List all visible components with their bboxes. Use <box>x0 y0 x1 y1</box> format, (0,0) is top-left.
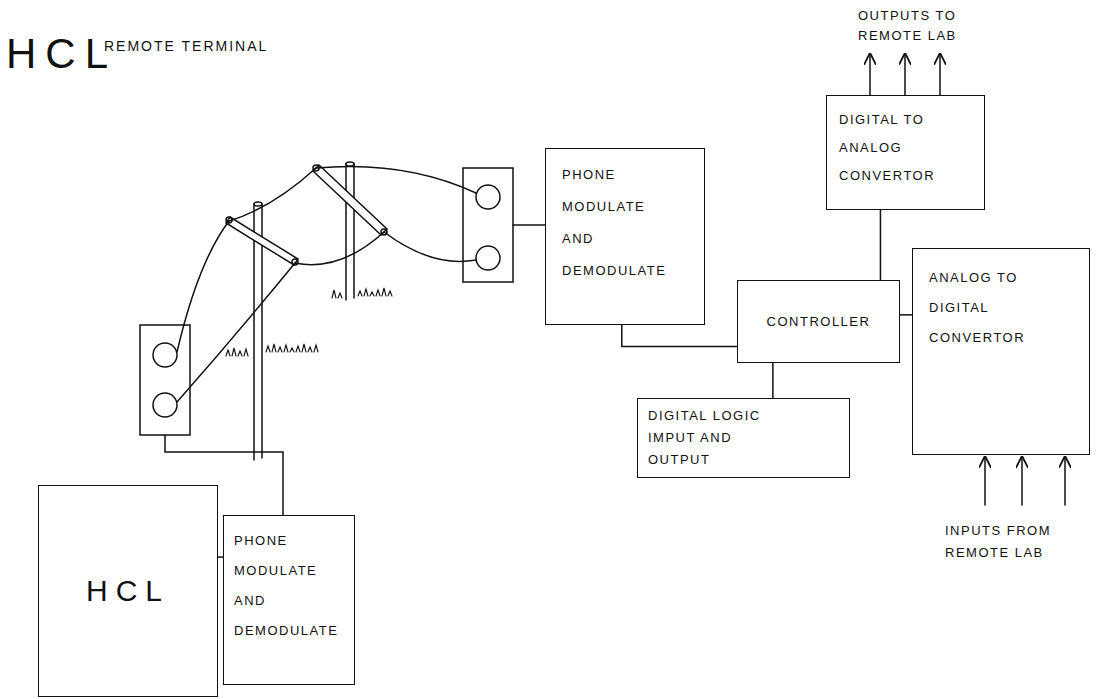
jack-socket <box>153 393 177 417</box>
subtitle-label: REMOTE TERMINAL <box>104 38 324 55</box>
input-arrow <box>984 457 986 505</box>
phone-wire <box>229 168 316 221</box>
crossarm <box>313 165 387 235</box>
diagram-title: HCL <box>6 30 117 78</box>
connector-line <box>622 325 737 346</box>
output-label: OUTPUTS TO REMOTE LAB <box>858 6 993 46</box>
jack-socket <box>153 343 177 367</box>
connector-line <box>900 314 912 316</box>
modem-box: PHONE MODULATE AND DEMODULATE <box>223 515 355 685</box>
box-label: CONTROLLER <box>767 314 871 330</box>
modem-box: PHONE MODULATE AND DEMODULATE <box>545 148 705 325</box>
grass-tuft <box>226 348 248 356</box>
phone-wire <box>316 166 476 193</box>
adc-box: ANALOG TO DIGITAL CONVERTOR <box>912 248 1090 455</box>
box-label: PHONE MODULATE AND DEMODULATE <box>562 159 666 287</box>
phone-wire <box>177 263 295 402</box>
grass <box>226 288 392 356</box>
logic-io-box: DIGITAL LOGIC IMPUT AND OUTPUT <box>637 398 850 478</box>
box-label: DIGITAL TO ANALOG CONVERTOR <box>839 106 961 190</box>
grass-tuft <box>266 344 318 352</box>
phone-jack <box>463 168 513 282</box>
phone-wire <box>177 221 229 352</box>
output-arrow <box>904 54 906 95</box>
jack-socket <box>476 246 500 270</box>
phone-wire <box>384 232 476 261</box>
box-label: HCL <box>86 573 170 609</box>
computer-box: HCL <box>38 485 218 697</box>
dac-box: DIGITAL TO ANALOG CONVERTOR <box>826 95 985 210</box>
connector-line <box>880 210 882 280</box>
grass-tuft <box>358 288 392 296</box>
jack-socket <box>476 185 500 209</box>
input-arrow <box>1064 457 1066 505</box>
phone-jack <box>140 325 190 435</box>
telephone-pole <box>346 164 354 300</box>
pole-top <box>254 202 262 206</box>
output-arrow <box>939 54 941 95</box>
phone-cord <box>513 224 545 226</box>
box-label: ANALOG TO DIGITAL CONVERTOR <box>929 263 1064 353</box>
input-arrow <box>1021 457 1023 505</box>
box-label: DIGITAL LOGIC IMPUT AND OUTPUT <box>648 405 798 471</box>
connector-line <box>772 363 774 398</box>
box-label: PHONE MODULATE AND DEMODULATE <box>234 526 338 646</box>
crossarm <box>226 217 298 265</box>
output-arrow <box>869 54 871 95</box>
controller-box: CONTROLLER <box>737 280 900 363</box>
phone-wire <box>295 232 384 265</box>
grass-tuft <box>332 290 342 298</box>
pole-top <box>346 162 354 166</box>
input-label: INPUTS FROM REMOTE LAB <box>945 520 1095 564</box>
